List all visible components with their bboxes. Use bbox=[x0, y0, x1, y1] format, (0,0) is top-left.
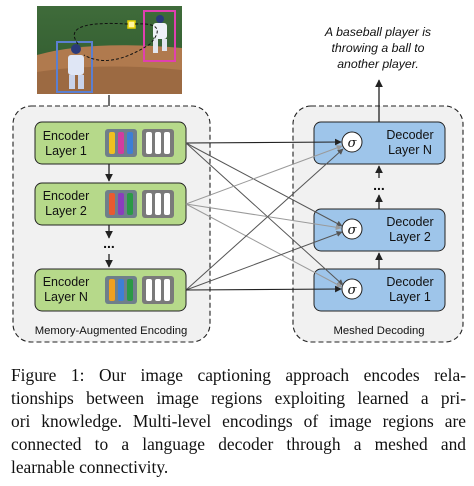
mesh-enc1-dec-1 bbox=[185, 142, 344, 286]
encoder-layer-3-region-bar bbox=[127, 279, 133, 301]
mesh-enc1-dec-2 bbox=[185, 142, 343, 227]
player-figure-right bbox=[153, 15, 167, 53]
encoder-layer-2-memory-slot bbox=[146, 193, 152, 215]
output-caption-line-1: A baseball player is bbox=[324, 25, 431, 39]
figure-caption-line-2: tionships between image regions exploiti… bbox=[11, 388, 466, 408]
figure-caption-line-5: learnable connectivity. bbox=[11, 457, 169, 477]
encoder-layer-n-title: Encoder bbox=[43, 275, 90, 289]
ball-bounding-box bbox=[127, 20, 136, 29]
decoder-ellipsis: ... bbox=[373, 177, 385, 193]
decoder-layer-n-title: Decoder bbox=[386, 128, 433, 142]
encoder-layer-3-memory-slot bbox=[164, 279, 170, 301]
decoder-layer-2-title: Decoder bbox=[386, 215, 433, 229]
encoder-ellipsis: ... bbox=[103, 235, 115, 251]
mesh-enc2-dec-2 bbox=[185, 203, 342, 231]
baseball-photo bbox=[37, 6, 182, 94]
decoder-layer-1-subtitle: Layer 1 bbox=[389, 290, 431, 304]
mesh-enc2-dec-1 bbox=[185, 203, 343, 288]
encoder-layer-1-region-bar bbox=[118, 132, 124, 154]
decoder-layer-n: σ Decoder Layer N bbox=[313, 121, 446, 165]
encoder-layer-2-memory-slot bbox=[164, 193, 170, 215]
encoder-layer-n: Encoder Layer N bbox=[34, 268, 187, 312]
decoder-layer-2-sigma-symbol: σ bbox=[348, 223, 358, 238]
mesh-enc2-dec-n bbox=[185, 145, 343, 205]
decoder-layer-1-sigma-symbol: σ bbox=[348, 283, 358, 298]
encoder-layer-3-region-bar bbox=[109, 279, 115, 301]
output-caption-line-2: throwing a ball to bbox=[332, 41, 425, 55]
decoder-layer-1: σ Decoder Layer 1 bbox=[313, 268, 446, 312]
figure-caption: Figure 1: Our image captioning approach … bbox=[11, 364, 466, 479]
decoder-layer-n-sigma-gate bbox=[341, 131, 363, 153]
encoder-layer-1-region-bar bbox=[127, 132, 133, 154]
figure-caption-line-1: Figure 1: Our image captioning approach … bbox=[11, 365, 466, 385]
output-caption-line-3: another player. bbox=[337, 57, 419, 71]
decoder-layer-1-sigma-gate bbox=[341, 278, 363, 300]
figure-caption-line-3: ori knowledge. Multi-level encodings of … bbox=[11, 411, 466, 431]
encoder-layer-2-region-bar bbox=[118, 193, 124, 215]
encoder-layer-1-subtitle: Layer 1 bbox=[45, 144, 87, 158]
mesh-encn-dec-1 bbox=[185, 285, 342, 293]
decoder-panel-label: Meshed Decoding bbox=[333, 325, 424, 337]
decoder-layer-2-sigma-gate bbox=[341, 218, 363, 240]
encoder-layer-1-region-bar bbox=[109, 132, 115, 154]
meshed-connections bbox=[185, 138, 344, 293]
encoder-layer-1-memory-slot bbox=[155, 132, 161, 154]
decoder-layer-n-sigma-symbol: σ bbox=[348, 136, 358, 151]
decoder-layer-n-subtitle: Layer N bbox=[388, 143, 432, 157]
decoder-layer-2-subtitle: Layer 2 bbox=[389, 230, 431, 244]
encoder-layer-2: Encoder Layer 2 bbox=[34, 182, 187, 226]
mesh-encn-dec-2 bbox=[185, 231, 343, 291]
mesh-encn-dec-n bbox=[185, 148, 344, 291]
encoder-layer-1-memory-slot bbox=[164, 132, 170, 154]
encoder-layer-3-region-bar bbox=[118, 279, 124, 301]
encoder-layer-1: Encoder Layer 1 bbox=[34, 121, 187, 165]
encoder-layer-n-subtitle: Layer N bbox=[44, 290, 88, 304]
encoder-layer-2-region-bar bbox=[109, 193, 115, 215]
player-bounding-box-left bbox=[56, 41, 93, 93]
decoder-layer-2: σ Decoder Layer 2 bbox=[313, 208, 446, 252]
encoder-layer-2-memory-slot bbox=[155, 193, 161, 215]
player-bounding-box-right bbox=[143, 10, 176, 62]
encoder-layer-2-region-bar bbox=[127, 193, 133, 215]
relationship-curve bbox=[73, 22, 158, 61]
encoder-layer-2-subtitle: Layer 2 bbox=[45, 204, 87, 218]
encoder-layer-1-memory-slot bbox=[146, 132, 152, 154]
encoder-layer-3-memory-slot bbox=[146, 279, 152, 301]
player-figure-left bbox=[68, 44, 84, 89]
encoder-layer-1-title: Encoder bbox=[43, 129, 90, 143]
figure-caption-line-4: connected to a language decoder through … bbox=[11, 434, 466, 454]
encoder-layer-2-title: Encoder bbox=[43, 189, 90, 203]
encoder-panel-label: Memory-Augmented Encoding bbox=[35, 325, 188, 337]
encoder-layer-3-memory-slot bbox=[155, 279, 161, 301]
decoder-layer-1-title: Decoder bbox=[386, 275, 433, 289]
mesh-enc1-dec-n bbox=[185, 138, 342, 146]
